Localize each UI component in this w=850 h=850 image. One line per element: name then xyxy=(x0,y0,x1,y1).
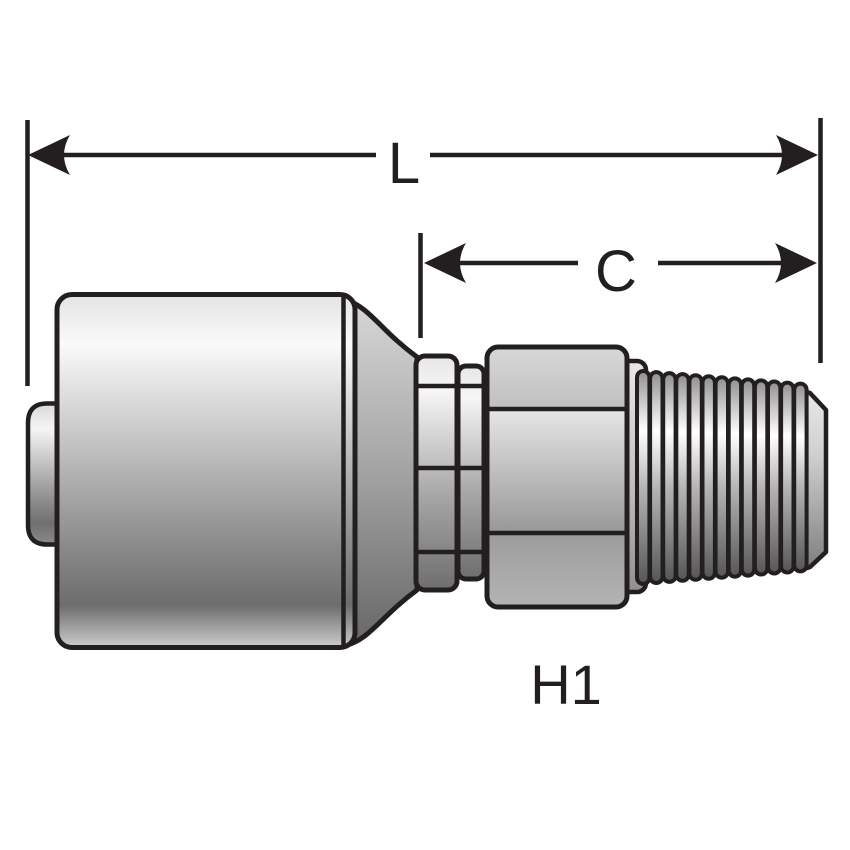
thread-crest xyxy=(766,379,783,576)
thread-crest xyxy=(674,372,691,583)
thread-crest xyxy=(687,373,704,582)
dimension-l: L xyxy=(25,118,823,386)
thread-crest xyxy=(635,369,652,586)
thread-crest xyxy=(713,375,730,580)
thread-crest xyxy=(726,376,744,579)
fitting-drawing xyxy=(25,292,829,650)
dimension-c: C xyxy=(418,233,817,338)
collar-band-front xyxy=(413,353,460,593)
arrowhead-left-icon xyxy=(28,135,70,175)
arrowhead-right-icon xyxy=(776,135,818,175)
collar-band-rear xyxy=(455,363,487,582)
thread-crest xyxy=(661,371,678,584)
part-label: H1 xyxy=(530,653,602,716)
thread-crest xyxy=(700,374,717,581)
threads xyxy=(635,369,809,586)
dimension-l-label: L xyxy=(388,131,420,196)
arrowhead-left-icon xyxy=(424,243,466,283)
thread-crest xyxy=(648,370,665,585)
hose-stem xyxy=(25,401,61,547)
thread-crest xyxy=(792,381,809,574)
thread-crest xyxy=(739,377,757,578)
thread-crest xyxy=(752,378,770,577)
hex-nut xyxy=(484,344,630,610)
arrowhead-right-icon xyxy=(775,243,817,283)
dimension-c-label: C xyxy=(595,239,637,304)
shoulder-cone xyxy=(341,296,420,649)
thread-crest xyxy=(779,380,796,575)
ferrule xyxy=(54,292,358,650)
